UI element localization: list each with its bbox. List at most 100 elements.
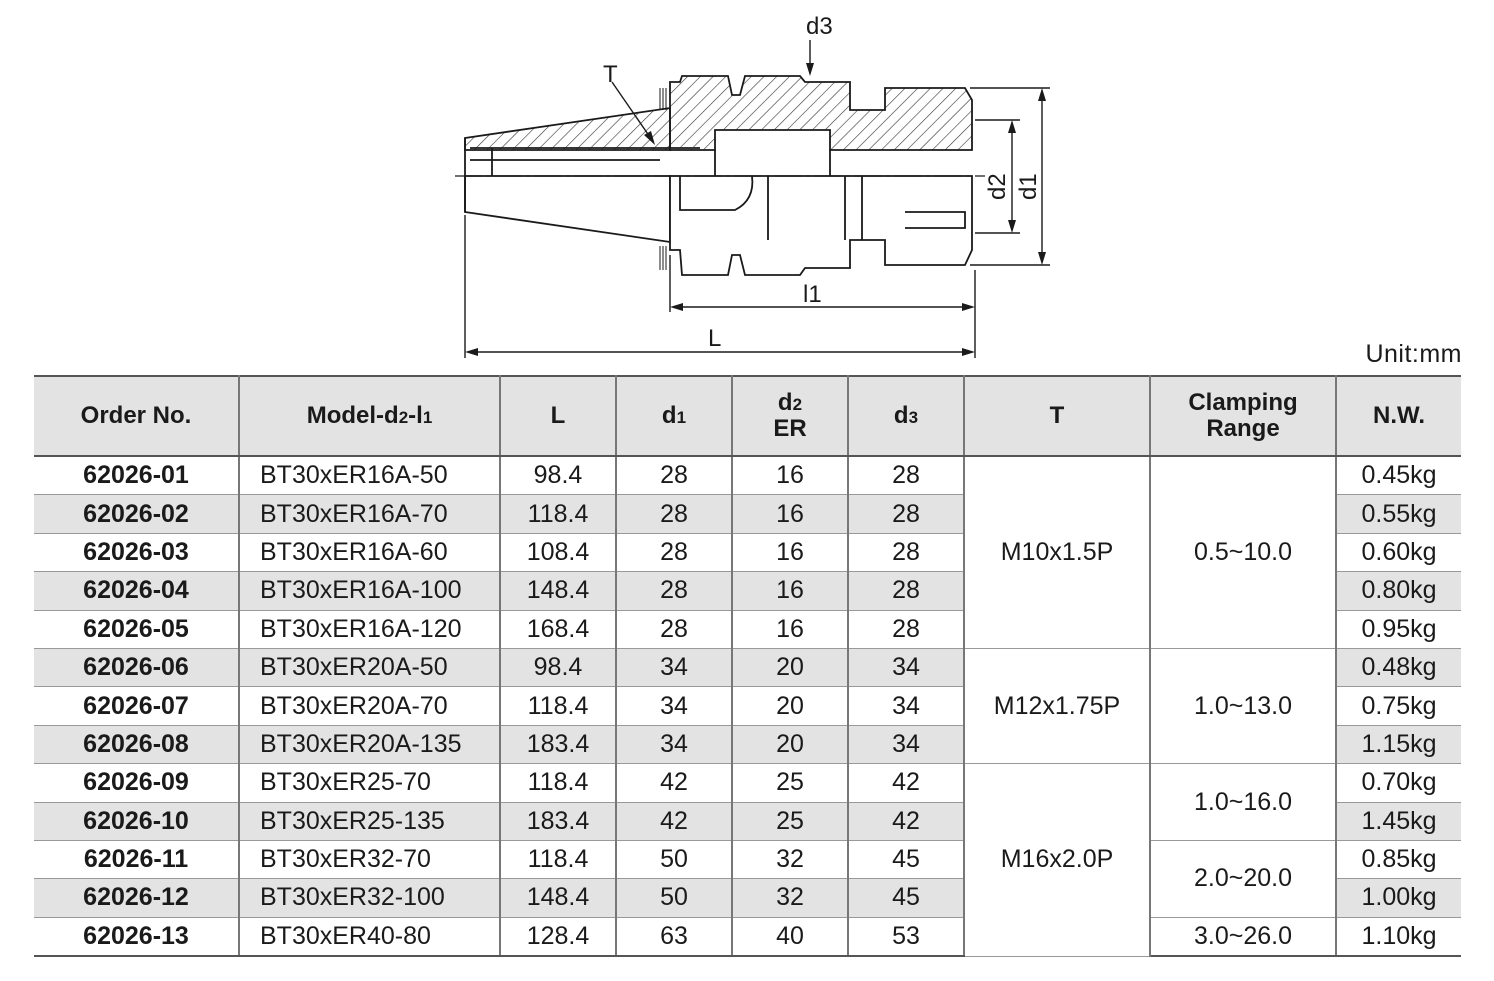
tool-holder-drawing: d3 T d2 d1 l1 L [455, 13, 1050, 358]
clamping-range: 0.5~10.0 [1150, 456, 1337, 649]
length-l: 118.4 [500, 763, 617, 803]
net-weight: 0.75kg [1336, 686, 1461, 726]
d1: 28 [616, 494, 733, 534]
model: BT30xER25-135 [239, 802, 501, 841]
d1: 28 [616, 533, 733, 573]
d2: 20 [732, 725, 849, 765]
net-weight: 0.48kg [1336, 648, 1461, 688]
d3: 45 [848, 878, 965, 918]
order-no: 62026-01 [34, 456, 240, 496]
length-l: 148.4 [500, 571, 617, 611]
dim-label-L: L [708, 325, 721, 352]
order-no: 62026-11 [34, 840, 240, 880]
net-weight: 0.85kg [1336, 840, 1461, 880]
d3: 28 [848, 571, 965, 611]
order-no: 62026-07 [34, 686, 240, 726]
d2: 20 [732, 648, 849, 688]
d2: 16 [732, 533, 849, 573]
thread-t: M12x1.75P [964, 648, 1151, 765]
order-no: 62026-05 [34, 610, 240, 649]
order-no: 62026-09 [34, 763, 240, 803]
d1: 28 [616, 571, 733, 611]
model: BT30xER20A-50 [239, 648, 501, 688]
header-d1: d1 [616, 375, 733, 457]
model: BT30xER25-70 [239, 763, 501, 803]
d1: 50 [616, 840, 733, 880]
clamping-range: 3.0~26.0 [1150, 917, 1337, 958]
d3: 45 [848, 840, 965, 880]
table-row: 62026-05 BT30xER16A-120 168.4 28 16 28 0… [34, 610, 1461, 649]
model: BT30xER32-100 [239, 878, 501, 918]
net-weight: 1.00kg [1336, 878, 1461, 918]
order-no: 62026-13 [34, 917, 240, 958]
model: BT30xER32-70 [239, 840, 501, 880]
model: BT30xER20A-135 [239, 725, 501, 765]
length-l: 98.4 [500, 648, 617, 688]
net-weight: 0.70kg [1336, 763, 1461, 803]
table-row: 62026-02 BT30xER16A-70 118.4 28 16 28 0.… [34, 494, 1461, 534]
model: BT30xER40-80 [239, 917, 501, 958]
table-row: 62026-07 BT30xER20A-70 118.4 34 20 34 0.… [34, 686, 1461, 726]
table-row: 62026-10 BT30xER25-135 183.4 42 25 42 1.… [34, 802, 1461, 841]
model: BT30xER16A-50 [239, 456, 501, 496]
d3: 28 [848, 494, 965, 534]
d3: 28 [848, 456, 965, 496]
d2: 25 [732, 763, 849, 803]
header-nw: N.W. [1336, 375, 1461, 457]
model: BT30xER16A-120 [239, 610, 501, 649]
d2: 16 [732, 494, 849, 534]
d3: 34 [848, 686, 965, 726]
d3: 42 [848, 802, 965, 841]
order-no: 62026-08 [34, 725, 240, 765]
d1: 34 [616, 725, 733, 765]
d3: 42 [848, 763, 965, 803]
table-row: 62026-03 BT30xER16A-60 108.4 28 16 28 0.… [34, 533, 1461, 573]
net-weight: 0.45kg [1336, 456, 1461, 496]
table-row: 62026-01 BT30xER16A-50 98.4 28 16 28 M10… [34, 456, 1461, 649]
length-l: 118.4 [500, 686, 617, 726]
table-row: 62026-11 BT30xER32-70 118.4 50 32 45 2.0… [34, 840, 1461, 918]
order-no: 62026-04 [34, 571, 240, 611]
length-l: 148.4 [500, 878, 617, 918]
net-weight: 0.80kg [1336, 571, 1461, 611]
unit-label: Unit:mm [1365, 340, 1462, 368]
net-weight: 1.45kg [1336, 802, 1461, 841]
header-d3: d3 [848, 375, 965, 457]
d1: 50 [616, 878, 733, 918]
thread-t: M16x2.0P [964, 763, 1151, 957]
dim-label-l1: l1 [803, 281, 822, 308]
table-row: 62026-13 BT30xER40-80 128.4 63 40 53 3.0… [34, 917, 1461, 958]
d1: 63 [616, 917, 733, 958]
model: BT30xER16A-70 [239, 494, 501, 534]
d2: 16 [732, 610, 849, 649]
d1: 34 [616, 648, 733, 688]
d2: 16 [732, 571, 849, 611]
clamping-range: 1.0~16.0 [1150, 763, 1337, 841]
d2: 32 [732, 840, 849, 880]
length-l: 118.4 [500, 494, 617, 534]
d2: 20 [732, 686, 849, 726]
net-weight: 0.55kg [1336, 494, 1461, 534]
table-row: 62026-04 BT30xER16A-100 148.4 28 16 28 0… [34, 571, 1461, 611]
table-row: 62026-12 BT30xER32-100 148.4 50 32 45 1.… [34, 878, 1461, 918]
d2: 32 [732, 878, 849, 918]
clamping-range: 1.0~13.0 [1150, 648, 1337, 765]
header-model: Model-d2-l1 [239, 375, 501, 457]
dim-label-d3: d3 [806, 13, 833, 40]
d1: 28 [616, 610, 733, 649]
thread-t: M10x1.5P [964, 456, 1151, 649]
length-l: 108.4 [500, 533, 617, 573]
d3: 34 [848, 725, 965, 765]
dim-label-d1: d1 [1015, 173, 1042, 200]
length-l: 183.4 [500, 725, 617, 765]
order-no: 62026-06 [34, 648, 240, 688]
net-weight: 1.10kg [1336, 917, 1461, 958]
dim-label-d2: d2 [984, 173, 1011, 200]
header-t: T [964, 375, 1151, 457]
d1: 42 [616, 802, 733, 841]
header-l: L [500, 375, 617, 457]
model: BT30xER16A-100 [239, 571, 501, 611]
d3: 28 [848, 610, 965, 649]
dim-label-t: T [603, 61, 618, 88]
